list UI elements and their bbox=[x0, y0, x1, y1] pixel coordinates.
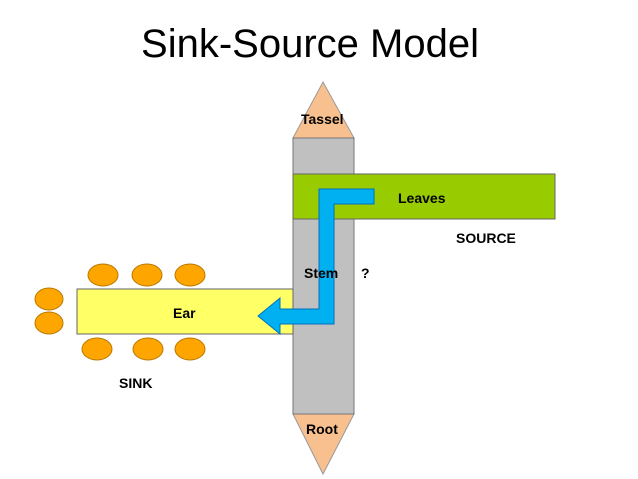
kernels bbox=[34, 263, 206, 361]
root-label: Root bbox=[306, 421, 338, 437]
sink-label: SINK bbox=[119, 375, 152, 391]
source-label: SOURCE bbox=[456, 230, 516, 246]
question-label: ? bbox=[361, 265, 370, 281]
kernel bbox=[87, 263, 119, 287]
stem-label: Stem bbox=[304, 265, 338, 281]
kernel bbox=[34, 287, 64, 311]
kernel bbox=[132, 337, 164, 361]
ear-label: Ear bbox=[173, 305, 196, 321]
transport-arrow bbox=[257, 188, 375, 336]
ear-shape bbox=[76, 288, 294, 335]
kernel bbox=[174, 337, 206, 361]
tassel-label: Tassel bbox=[301, 111, 344, 127]
kernel bbox=[34, 311, 64, 335]
kernel bbox=[131, 263, 163, 287]
page-title: Sink-Source Model bbox=[141, 22, 479, 66]
kernel bbox=[81, 337, 113, 361]
kernel bbox=[174, 263, 206, 287]
leaves-label: Leaves bbox=[398, 190, 446, 206]
tassel-shape bbox=[292, 80, 355, 139]
